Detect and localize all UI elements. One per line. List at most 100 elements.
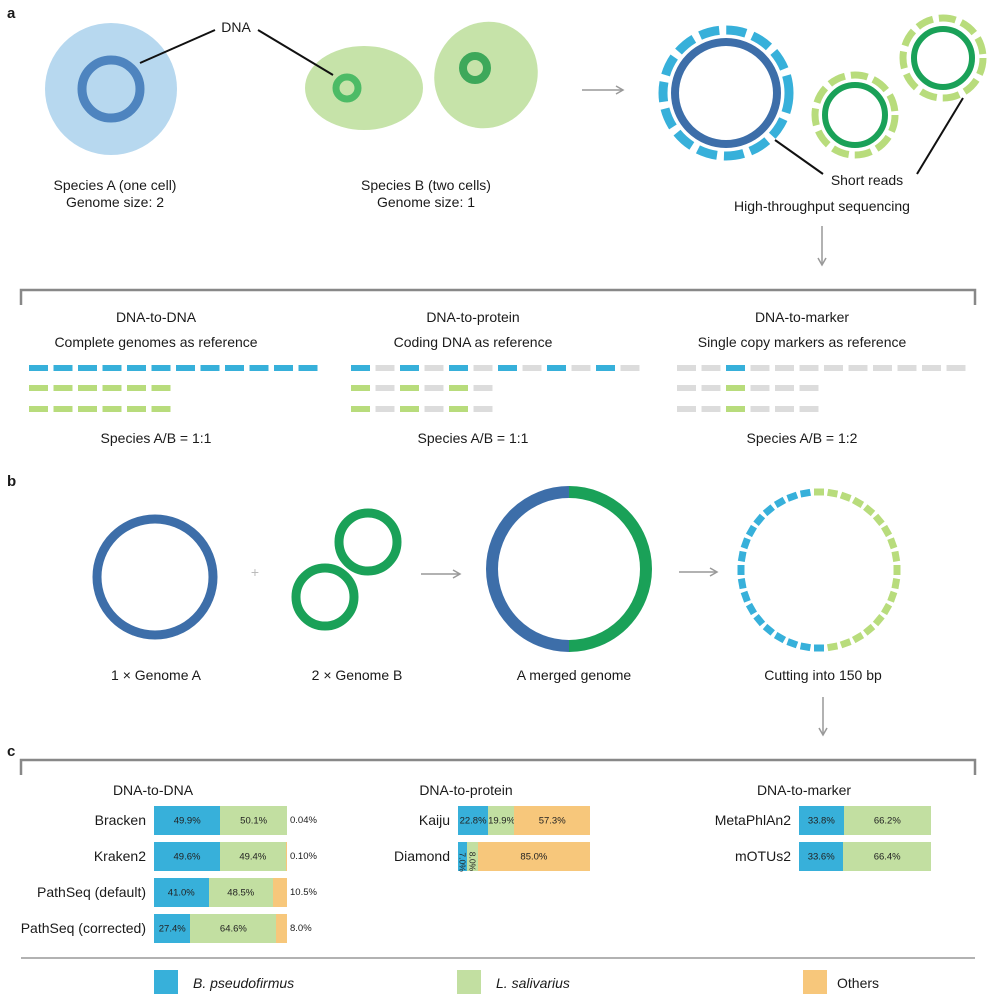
read-b-marker [677, 385, 696, 391]
bar-value-label: 19.9% [488, 815, 516, 826]
cut-read-fragment [799, 642, 811, 652]
read-b-protein [375, 406, 395, 412]
read-b-dna [151, 385, 171, 391]
read-a-marker [922, 365, 941, 371]
stacked-bar: 33.8% 66.2% [799, 806, 931, 835]
read-a-marker [775, 365, 794, 371]
cut-read-fragment [863, 504, 876, 517]
stacked-bar: 41.0%48.5% [154, 878, 287, 907]
genome-b-label: 2 × Genome B [311, 667, 403, 683]
stacked-bar: 33.6%66.4% [799, 842, 931, 871]
short-reads-pointer-1 [774, 139, 824, 175]
cut-read-fragment [762, 623, 775, 636]
read-a-dna [78, 365, 97, 371]
species-b-title: Species B (two cells) [361, 177, 491, 193]
cut-read-fragment [773, 632, 787, 644]
plus-sign: + [251, 564, 259, 580]
cut-read-fragment [786, 638, 799, 649]
cut-read-fragment [753, 513, 766, 526]
dna-pointer-b [257, 29, 334, 76]
panel-label-b: b [7, 473, 17, 490]
read-a-protein [449, 365, 468, 371]
read-a-marker [799, 365, 819, 371]
species-a-genome-size: Genome size: 2 [65, 194, 165, 210]
bar-value-label: 22.8% [459, 815, 487, 826]
bar-segment: 33.8% [799, 806, 844, 835]
read-a-dna [53, 365, 73, 371]
dna-label: DNA [221, 19, 251, 35]
read-a-dna [225, 365, 244, 371]
method-2-title: DNA-to-protein [426, 309, 520, 325]
bar-value-label: 85.0% [520, 851, 548, 862]
read-ring-b2-outer [899, 14, 987, 102]
read-b-marker [775, 406, 794, 412]
chart-3-title: DNA-to-marker [756, 782, 852, 798]
read-a-protein [424, 365, 444, 371]
bar-value-label: 66.2% [873, 815, 901, 826]
read-b-protein [424, 385, 444, 391]
bar-value-label: 8.0% [467, 851, 478, 871]
legend-label-others: Others [837, 975, 880, 991]
cut-read-fragment [827, 642, 839, 652]
bar-value-label: 49.4% [239, 851, 267, 862]
bar-category-label: Kaiju [418, 812, 450, 828]
read-b-marker [750, 406, 770, 412]
short-reads-pointer-2 [916, 97, 964, 175]
cut-read-fragment [872, 513, 885, 526]
read-a-protein [547, 365, 566, 371]
method-1-subtitle: Complete genomes as reference [54, 334, 258, 350]
high-throughput-label: High-throughput sequencing [734, 198, 910, 214]
cut-read-fragment [887, 590, 898, 603]
read-a-marker [701, 365, 721, 371]
cut-read-fragment [887, 537, 898, 550]
genome-ring-b1 [822, 82, 888, 148]
read-a-protein [571, 365, 591, 371]
read-a-marker [677, 365, 696, 371]
cut-read-fragment [745, 524, 757, 538]
read-b-protein [473, 385, 493, 391]
species-a-title: Species A (one cell) [53, 177, 177, 193]
bar-segment: 19.9% [488, 806, 516, 835]
read-a-protein [522, 365, 542, 371]
bar-segment: 41.0% [154, 878, 209, 907]
cut-read-fragment [799, 488, 811, 498]
bar-segment: 49.6% [154, 842, 220, 871]
species-a-cell [45, 23, 177, 155]
read-b-protein [449, 406, 468, 412]
read-b-protein [400, 406, 419, 412]
chart-2-title: DNA-to-protein [419, 782, 513, 798]
bar-category-label: Diamond [393, 848, 450, 864]
method-1-title: DNA-to-DNA [115, 309, 197, 325]
bar-segment [276, 914, 287, 943]
read-a-protein [375, 365, 395, 371]
read-b-dna [102, 385, 122, 391]
bar-category-label: PathSeq (default) [37, 884, 146, 900]
bar-segment: 50.1% [220, 806, 287, 835]
bar-value-label: 0.10% [290, 851, 317, 862]
read-b-protein [449, 385, 468, 391]
bar-segment: 7.0% [457, 842, 468, 872]
read-b-protein [424, 406, 444, 412]
stacked-bar: 22.8%19.9%57.3% [458, 806, 590, 835]
cut-read-fragment [893, 565, 901, 575]
cutting-label: Cutting into 150 bp [764, 667, 882, 683]
genome-b-circle-2 [291, 563, 359, 631]
genome-a-circle [92, 514, 218, 640]
cut-read-fragment [737, 578, 747, 590]
read-a-dna [274, 365, 293, 371]
bar-value-label: 7.0% [457, 851, 468, 872]
cut-read-fragment [786, 491, 799, 502]
bar-segment: 66.4% [843, 842, 931, 871]
bar-value-label: 8.0% [290, 923, 312, 934]
bar-value-label: 49.6% [173, 851, 201, 862]
cut-read-fragment [891, 550, 901, 562]
cut-read-fragment [814, 488, 824, 496]
species-b-genome-size: Genome size: 1 [376, 194, 476, 210]
read-b-marker [750, 385, 770, 391]
read-ring-b1-outer [811, 71, 899, 159]
read-a-dna [127, 365, 146, 371]
cut-read-fragment [881, 602, 893, 616]
bar-segment: 33.6% [799, 842, 844, 871]
read-a-marker [848, 365, 868, 371]
cut-read-fragment [863, 623, 876, 636]
